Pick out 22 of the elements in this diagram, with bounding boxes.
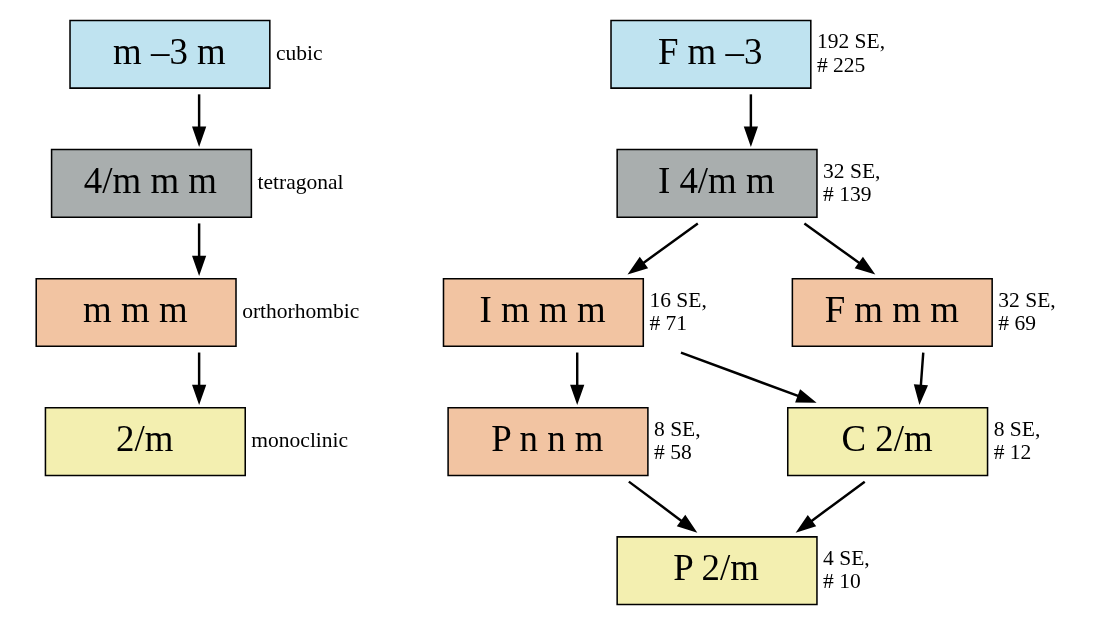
- node-label: 8 SE, # 12: [993, 416, 1040, 464]
- node-label: 4 SE, # 10: [822, 545, 870, 593]
- arrow: [569, 352, 584, 406]
- node-label: 32 SE, # 69: [997, 287, 1056, 335]
- arrow: [680, 351, 817, 403]
- node-label: 32 SE, # 139: [822, 158, 880, 206]
- node-label: cubic: [275, 40, 323, 65]
- node-label: 8 SE, # 58: [653, 416, 701, 464]
- arrow: [913, 352, 928, 406]
- arrow: [743, 94, 758, 147]
- node-label: 192 SE, # 225: [816, 29, 885, 77]
- arrow: [191, 94, 206, 147]
- node-label: orthorhombic: [241, 299, 359, 324]
- arrow: [803, 222, 875, 275]
- arrow: [627, 222, 699, 275]
- arrow: [191, 352, 206, 406]
- node-label: monoclinic: [250, 428, 348, 453]
- arrow: [191, 223, 206, 276]
- node-label: 16 SE, # 71: [648, 287, 707, 335]
- node-label: tetragonal: [257, 170, 343, 195]
- arrow: [795, 480, 865, 533]
- arrow: [627, 480, 697, 533]
